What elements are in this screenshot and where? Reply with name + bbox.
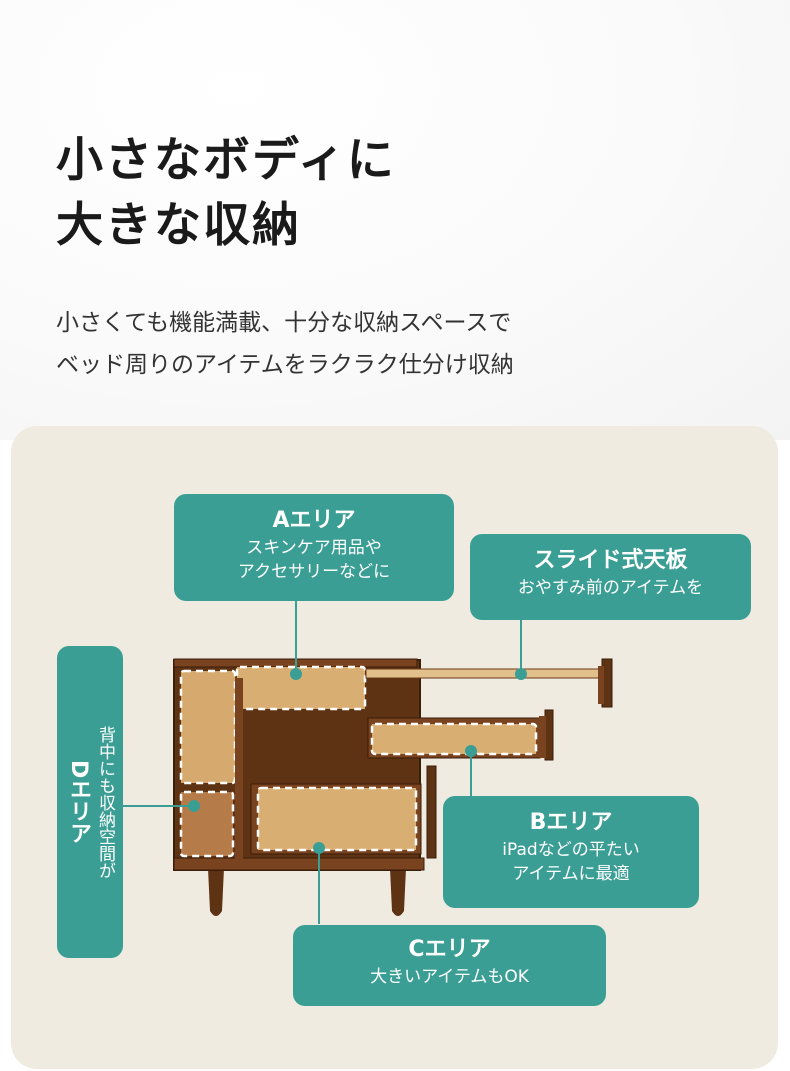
area-a-callout: Aエリア スキンケア用品や アクセサリーなどに xyxy=(174,494,454,601)
title-line-1: 小さなボディに xyxy=(56,133,396,188)
area-a-title: Aエリア xyxy=(272,508,356,533)
area-c-callout: Cエリア 大きいアイテムもOK xyxy=(293,925,606,1006)
area-b-title: Bエリア xyxy=(529,810,613,835)
title-line-2: 大きな収納 xyxy=(56,198,301,253)
header-background xyxy=(0,0,790,440)
cabinet-base xyxy=(173,857,425,871)
area-b-desc-line-1: iPadなどの平たい xyxy=(502,840,640,860)
page-title: 小さなボディに 大きな収納 xyxy=(56,128,396,258)
area-b-handle xyxy=(544,709,554,761)
area-c-title: Cエリア xyxy=(408,937,491,962)
subtitle-line-1: 小さくても機能満載、十分な収納スペースで xyxy=(56,310,512,336)
slide-top-title: スライド式天板 xyxy=(533,548,688,573)
connector-b-dot xyxy=(465,745,477,757)
area-b-desc-line-2: アイテムに最適 xyxy=(512,864,630,884)
connector-a-dot xyxy=(290,668,302,680)
area-b-callout: Bエリア iPadなどの平たい アイテムに最適 xyxy=(443,796,699,908)
area-b-outline xyxy=(370,722,538,756)
area-c-desc: 大きいアイテムもOK xyxy=(370,967,529,987)
connector-d-dot xyxy=(188,800,200,812)
slide-top-board xyxy=(365,668,607,679)
area-b-surface xyxy=(372,724,536,754)
area-a-outline xyxy=(235,665,367,711)
slide-top-callout: スライド式天板 おやすみ前のアイテムを xyxy=(470,534,751,620)
area-b-handle-inner xyxy=(539,716,546,758)
area-d-lower xyxy=(181,792,233,856)
area-c-handle xyxy=(426,765,437,859)
area-d-title: Dエリア xyxy=(66,759,91,845)
connector-c-dot xyxy=(313,842,325,854)
area-d-upper xyxy=(181,671,235,783)
area-d-text: 背中にも収納空間が Dエリア xyxy=(63,660,117,944)
left-leg xyxy=(208,868,224,916)
area-c-outline xyxy=(256,786,418,852)
area-d-upper-outline xyxy=(179,669,237,785)
area-a-desc-line-1: スキンケア用品や xyxy=(246,538,382,558)
area-d-callout: 背中にも収納空間が Dエリア xyxy=(57,646,123,958)
area-a-desc-line-2: アクセサリーなどに xyxy=(237,562,391,582)
slide-top-handle-inner xyxy=(598,666,604,704)
side-panel xyxy=(235,678,243,860)
subtitle-line-2: ベッド周りのアイテムをラクラク仕分け収納 xyxy=(56,352,514,378)
nightstand-illustration xyxy=(123,600,613,924)
right-leg xyxy=(390,868,406,916)
area-d-desc: 背中にも収納空間が xyxy=(95,725,115,879)
area-d-lower-outline xyxy=(179,790,235,858)
slide-top-desc: おやすみ前のアイテムを xyxy=(517,578,704,598)
area-c-surface xyxy=(258,788,416,850)
page-subtitle: 小さくても機能満載、十分な収納スペースで ベッド周りのアイテムをラクラク仕分け収… xyxy=(56,302,514,386)
connector-slide-dot xyxy=(515,668,527,680)
